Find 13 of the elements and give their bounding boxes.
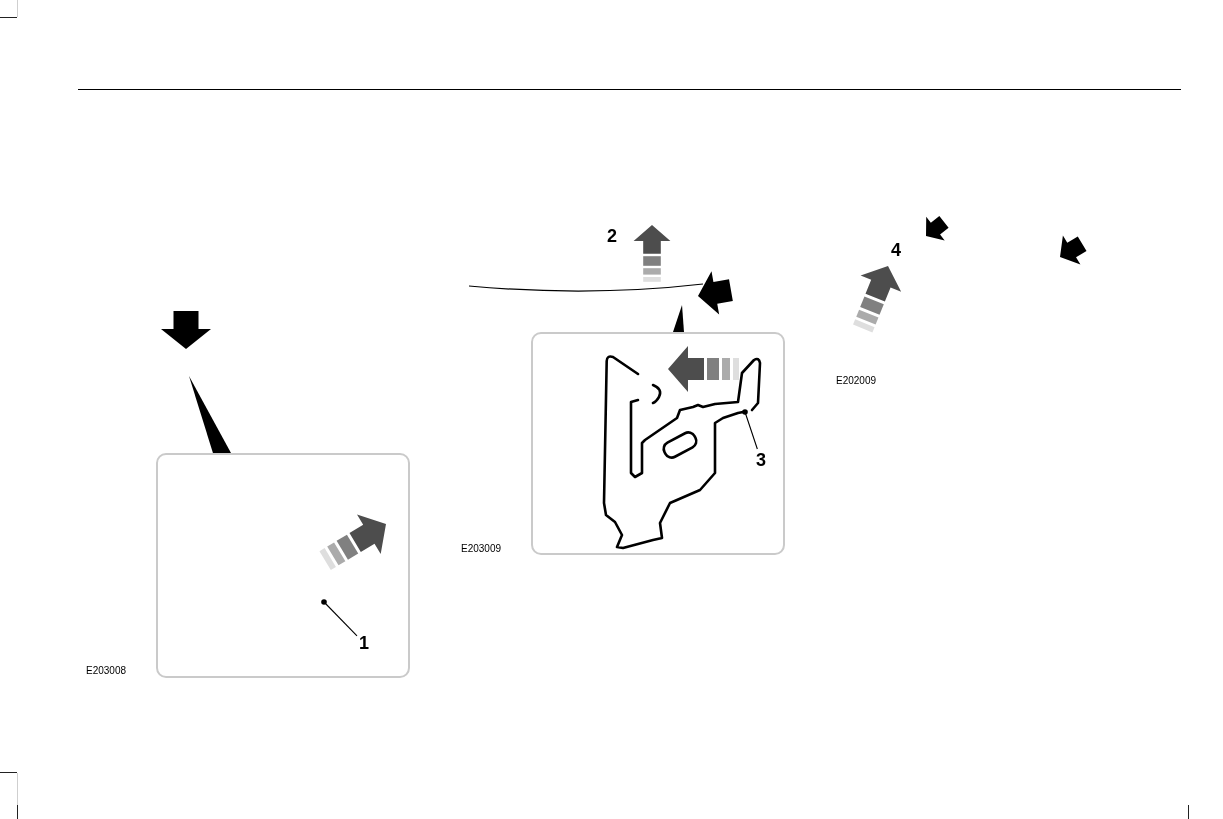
inset-frame [531,332,785,555]
leader-line [742,409,758,450]
leader-line [321,599,358,637]
figure-code: E203009 [461,544,502,554]
figure-code: E203008 [86,666,127,676]
callout-pointer [189,376,231,453]
callout-number: 2 [607,227,617,245]
callout-pointer [673,305,684,332]
callout-number: 3 [754,449,768,471]
inset-frame [156,453,410,678]
figure-code: E202009 [836,376,877,386]
callout-number: 1 [357,632,371,654]
callout-number: 4 [891,241,901,259]
